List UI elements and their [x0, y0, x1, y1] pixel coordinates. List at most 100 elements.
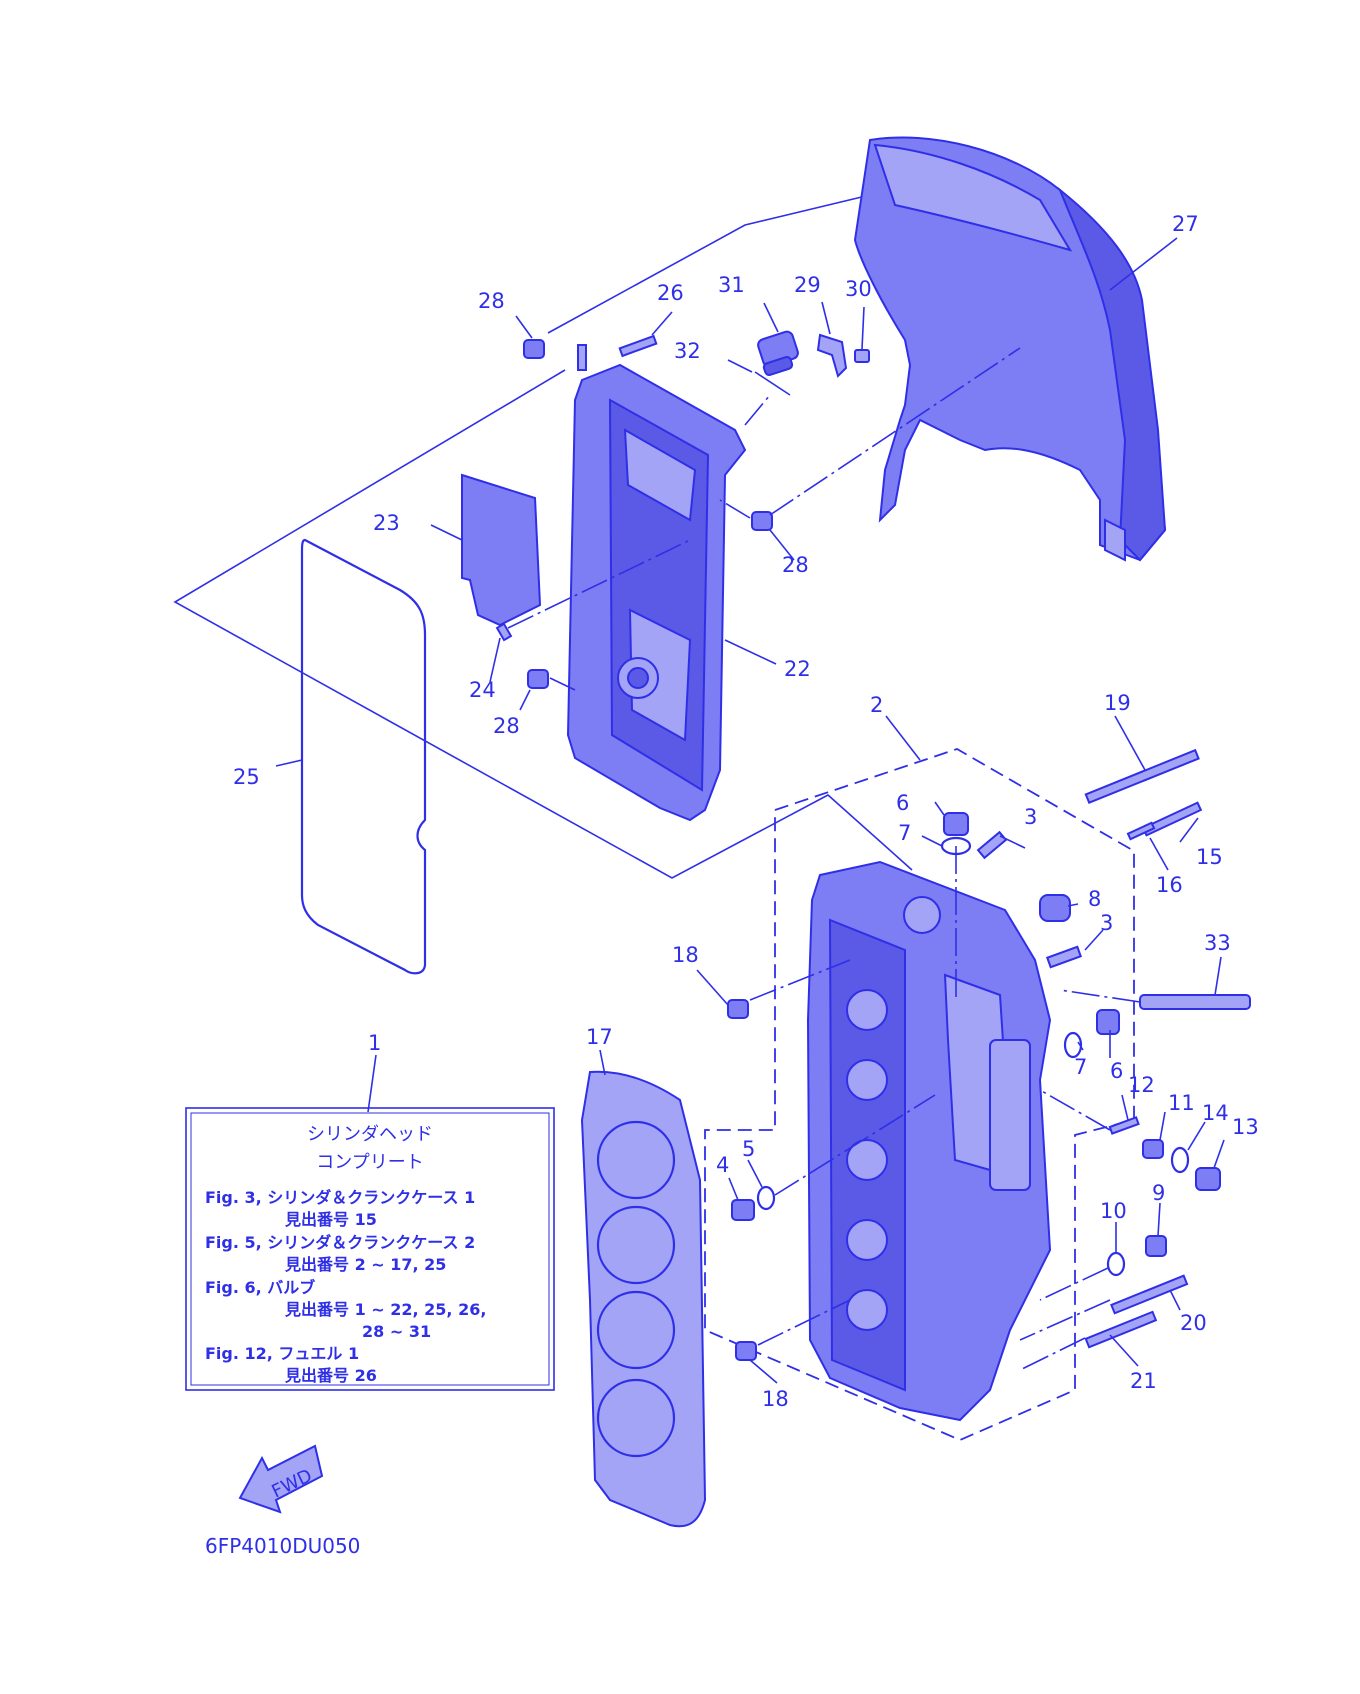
o-ring-7-lower [1063, 1031, 1083, 1059]
cover-assembly-outline [547, 194, 871, 334]
centerline-33 [1059, 989, 1141, 1003]
callout-24: 24 [469, 678, 496, 702]
box-row-1: Fig. 3, シリンダ＆クランクケース 1 [205, 1188, 475, 1207]
box-row-8: Fig. 12, フュエル 1 [205, 1344, 359, 1363]
fwd-arrow: FWD [238, 1444, 324, 1514]
box-row-3: Fig. 5, シリンダ＆クランクケース 2 [205, 1233, 475, 1252]
callout-10: 10 [1100, 1199, 1127, 1223]
o-ring-5-part [756, 1185, 776, 1211]
callout-23: 23 [373, 511, 400, 535]
pin-12-part [1108, 1116, 1140, 1135]
callout-14: 14 [1202, 1101, 1229, 1125]
callout-15: 15 [1196, 845, 1223, 869]
callout-22: 22 [784, 657, 811, 681]
callout-13: 13 [1232, 1115, 1259, 1139]
callout-28: 28 [782, 553, 809, 577]
breather-plate-part [461, 473, 542, 627]
plug-13-part [1195, 1167, 1221, 1191]
plug-9-part [1145, 1235, 1167, 1257]
bolt-15-part [1141, 801, 1203, 837]
centerline-32 [744, 394, 771, 426]
dowel-3-upper [976, 830, 1008, 860]
box-row-6: 見出番号 1 ~ 22, 25, 26, [284, 1300, 486, 1319]
centerline-18u [749, 959, 851, 1001]
callout-leaders [275, 237, 1225, 1384]
cover-assembly-outline-left [173, 369, 913, 879]
oil-filler-cap-part [757, 330, 799, 376]
callout-26: 26 [657, 281, 684, 305]
plug-6-upper [943, 812, 969, 836]
grommet-28-right [751, 511, 773, 531]
callout-9: 9 [1152, 1181, 1165, 1205]
bolt-19-part [1084, 748, 1200, 805]
plug-6-lower [1096, 1009, 1120, 1035]
plug-18-upper [727, 999, 749, 1019]
centerline-28l [549, 677, 576, 691]
stud-top [577, 344, 587, 371]
callout-4: 4 [716, 1153, 729, 1177]
screw-24-part [495, 622, 513, 642]
callout-25: 25 [233, 765, 260, 789]
box-row-4: 見出番号 2 ~ 17, 25 [284, 1255, 446, 1274]
callout-7: 7 [898, 821, 911, 845]
callout-31: 31 [718, 273, 745, 297]
box-title-line2: コンプリート [316, 1152, 423, 1173]
centerline-28r [719, 499, 751, 519]
o-ring-10-part [1106, 1251, 1126, 1277]
cap-8-part [1039, 894, 1071, 922]
grommet-28-lower [527, 669, 549, 689]
plug-18-lower [735, 1341, 757, 1361]
callout-2: 2 [870, 693, 883, 717]
box-row-7: 28 ~ 31 [362, 1322, 431, 1341]
centerline-5 [774, 1094, 936, 1196]
callout-29: 29 [794, 273, 821, 297]
callout-28: 28 [493, 714, 520, 738]
callout-21: 21 [1130, 1369, 1157, 1393]
callout-3: 3 [1100, 911, 1113, 935]
callout-11: 11 [1168, 1091, 1195, 1115]
callout-7: 7 [1074, 1055, 1087, 1079]
sensor-33-part [1139, 994, 1251, 1010]
screw-30-part [854, 349, 870, 363]
plug-11-part [1142, 1139, 1164, 1159]
plug-4-part [731, 1199, 755, 1221]
pin-16-part [1126, 821, 1156, 841]
callout-5: 5 [742, 1137, 755, 1161]
centerline-cover [769, 347, 1021, 516]
callout-18: 18 [762, 1387, 789, 1411]
o-ring-14-part [1170, 1146, 1190, 1174]
head-gasket-part [580, 1070, 707, 1528]
box-row-5: Fig. 6, バルブ [205, 1278, 315, 1297]
box-row-2: 見出番号 15 [284, 1210, 377, 1229]
bolt-21-part [1084, 1310, 1158, 1349]
bolt-26-part [618, 334, 658, 358]
dowel-3-lower [1045, 945, 1083, 969]
box-row-9: 見出番号 26 [284, 1366, 377, 1385]
head-assembly-outline [704, 748, 1135, 1441]
grommet-28-top [523, 339, 545, 359]
callout-20: 20 [1180, 1311, 1207, 1335]
bracket-29-part [816, 333, 848, 378]
callout-3: 3 [1024, 805, 1037, 829]
callout-16: 16 [1156, 873, 1183, 897]
intake-silencer-part [853, 136, 1167, 562]
callout-19: 19 [1104, 691, 1131, 715]
cover-gasket-part [300, 538, 427, 975]
pin-32-part [754, 371, 791, 396]
callout-18: 18 [672, 943, 699, 967]
centerline-12 [1039, 1089, 1111, 1131]
callout-30: 30 [845, 277, 872, 301]
centerline-10 [1039, 1267, 1109, 1301]
callout-6: 6 [1110, 1059, 1123, 1083]
box-title-line1: シリンダヘッド [307, 1124, 433, 1145]
diagram-code: 6FP4010DU050 [205, 1534, 360, 1558]
cylinder-head-part [806, 860, 1052, 1422]
cylinder-head-cover-part [566, 363, 747, 822]
callout-17: 17 [586, 1025, 613, 1049]
callout-8: 8 [1088, 887, 1101, 911]
reference-info-box: シリンダヘッド コンプリート Fig. 3, シリンダ＆クランクケース 1 見出… [185, 1107, 555, 1391]
centerline-20 [1019, 1299, 1111, 1341]
callout-27: 27 [1172, 212, 1199, 236]
callout-33: 33 [1204, 931, 1231, 955]
